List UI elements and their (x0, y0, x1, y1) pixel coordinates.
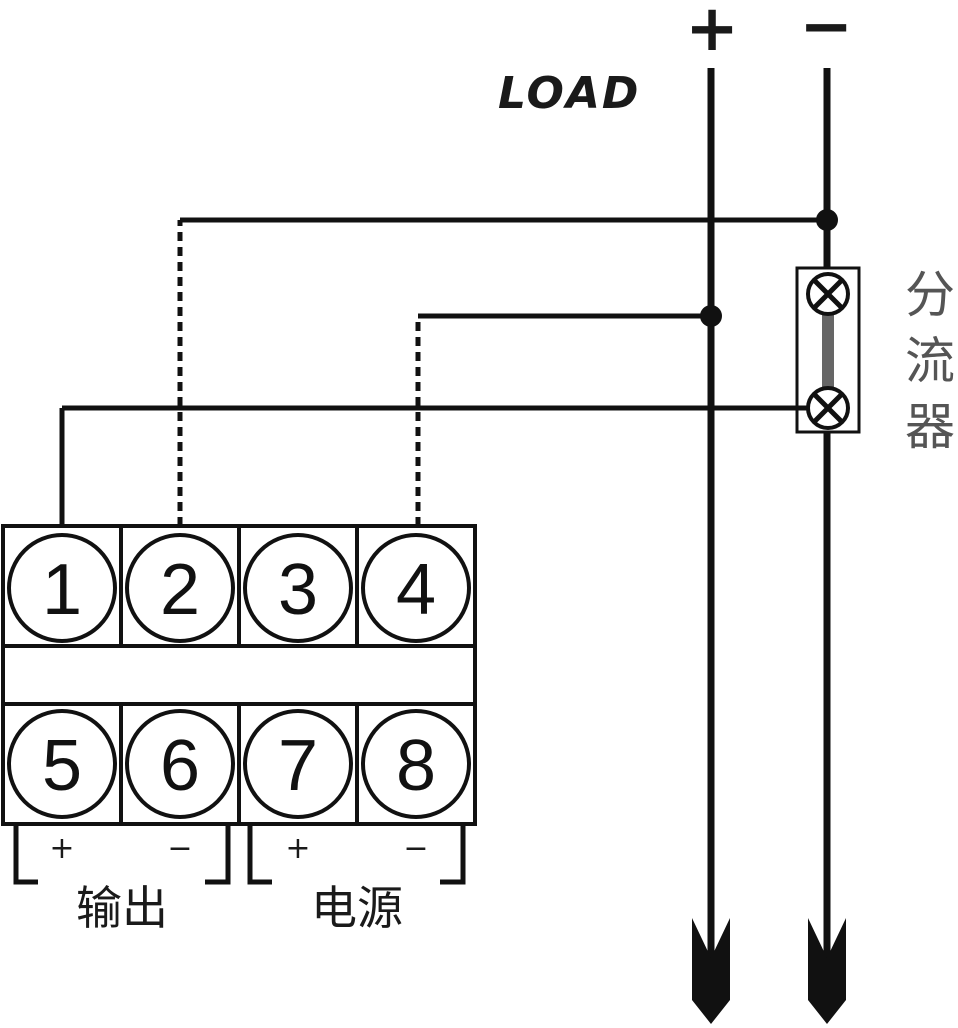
junction-dot-positive (700, 305, 722, 327)
shunt-screw-bottom-icon (806, 386, 850, 430)
terminal-4: 4 (361, 533, 471, 643)
rail-plus-label: + (685, 0, 739, 66)
power-minus-label: − (403, 831, 428, 866)
positive-rail-arrow-icon (692, 918, 730, 1024)
terminal-6-number: 6 (160, 726, 200, 806)
power-bracket-right (440, 826, 466, 885)
terminal-5: 5 (7, 709, 117, 819)
terminal-2: 2 (125, 533, 235, 643)
shunt-element (822, 296, 834, 408)
terminal-8: 8 (361, 709, 471, 819)
power-plus-label: + (285, 831, 310, 866)
terminal-6: 6 (125, 709, 235, 819)
terminal-3-number: 3 (278, 550, 318, 630)
terminal-5-number: 5 (42, 726, 82, 806)
terminal-8-number: 8 (396, 726, 436, 806)
rail-minus-label: − (799, 0, 853, 64)
power-group-label: 电源 (311, 881, 403, 935)
shunt-label-char-3: 器 (905, 398, 955, 456)
output-minus-label: − (167, 831, 192, 866)
terminal-2-number: 2 (160, 550, 200, 630)
terminal-1: 1 (7, 533, 117, 643)
output-plus-label: + (49, 831, 74, 866)
output-group-label: 输出 (76, 881, 168, 935)
terminal-4-number: 4 (396, 550, 436, 630)
shunt-label-char-1: 分 (905, 266, 955, 324)
output-bracket-right (205, 826, 231, 885)
load-label: LOAD (498, 68, 640, 119)
shunt-screw-top-icon (806, 272, 850, 316)
output-bracket-left (13, 826, 38, 885)
terminal-7-number: 7 (278, 726, 318, 806)
terminal-3: 3 (243, 533, 353, 643)
junction-dot-negative (816, 209, 838, 231)
terminal-1-number: 1 (42, 550, 82, 630)
terminal-7: 7 (243, 709, 353, 819)
negative-rail-arrow-icon (808, 918, 846, 1024)
shunt-label-char-2: 流 (905, 332, 955, 390)
power-bracket-left (247, 826, 272, 885)
